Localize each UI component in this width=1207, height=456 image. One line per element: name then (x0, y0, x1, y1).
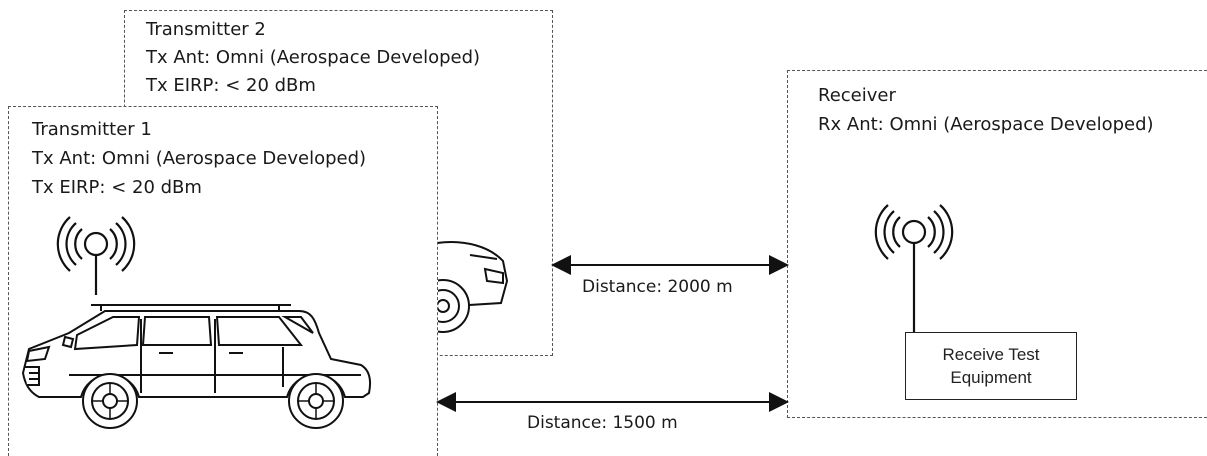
transmitter-2-title: Transmitter 2 (146, 19, 266, 40)
omni-antenna-icon (56, 216, 136, 295)
tx1-distance-label: Distance: 1500 m (527, 413, 678, 433)
transmitter-1-title: Transmitter 1 (32, 119, 152, 140)
vehicle-icon (21, 304, 371, 429)
tx2-distance-label: Distance: 2000 m (582, 277, 733, 297)
receive-test-equipment-box: Receive Test Equipment (905, 332, 1077, 400)
receiver-antenna: Rx Ant: Omni (Aerospace Developed) (818, 114, 1154, 135)
transmitter-2-antenna: Tx Ant: Omni (Aerospace Developed) (146, 47, 481, 68)
equipment-line-2: Equipment (950, 368, 1032, 387)
receiver-antenna-icon (874, 204, 954, 332)
transmitter-1-box: Transmitter 1 Tx Ant: Omni (Aerospace De… (8, 106, 438, 456)
receiver-title: Receiver (818, 85, 896, 106)
transmitter-1-eirp: Tx EIRP: < 20 dBm (32, 177, 202, 198)
equipment-line-1: Receive Test (942, 345, 1040, 364)
transmitter-1-antenna: Tx Ant: Omni (Aerospace Developed) (32, 148, 367, 169)
transmitter-2-eirp: Tx EIRP: < 20 dBm (146, 75, 316, 96)
